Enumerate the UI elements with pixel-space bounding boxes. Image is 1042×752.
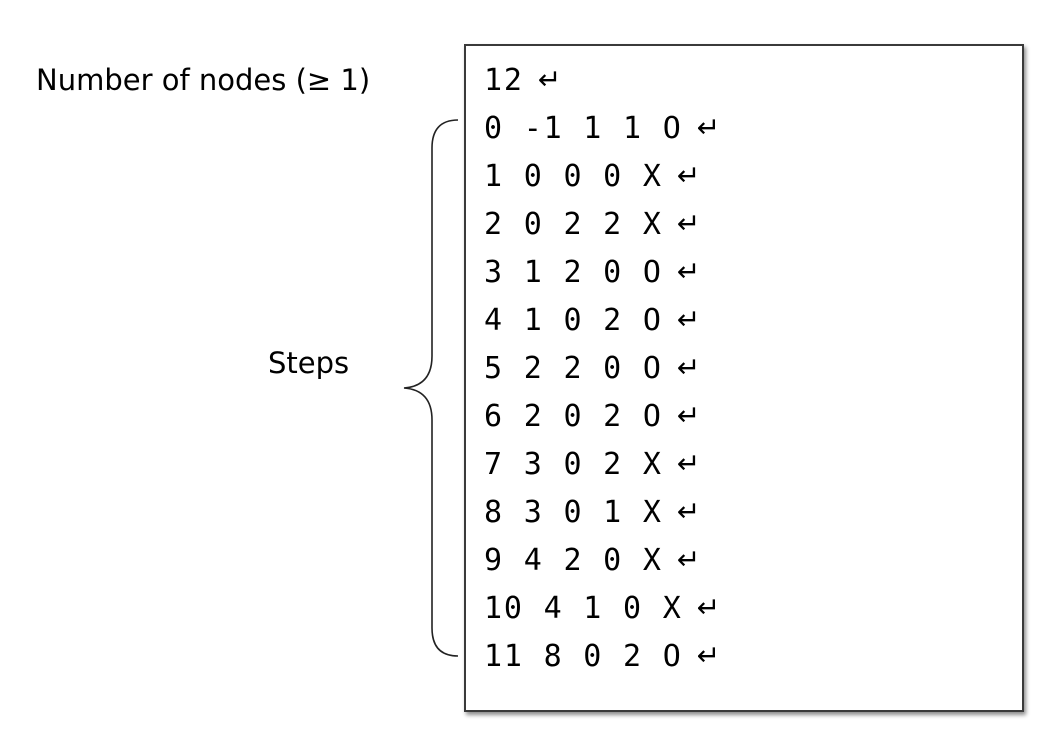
node-count-label: Number of nodes (≥ 1) <box>36 63 371 97</box>
step-line: 9 4 2 0 X ↵ <box>484 536 700 584</box>
step-line-text: 3 1 2 0 O <box>484 254 663 290</box>
step-line-text: 1 0 0 0 X <box>484 158 663 194</box>
step-line: 10 4 1 0 X ↵ <box>484 584 720 632</box>
steps-label: Steps <box>268 346 350 380</box>
step-line-text: 2 0 2 2 X <box>484 206 663 242</box>
steps-brace <box>403 119 459 657</box>
step-line-text: 5 2 2 0 O <box>484 350 663 386</box>
step-line-text: 4 1 0 2 O <box>484 302 663 338</box>
step-line: 11 8 0 2 O ↵ <box>484 632 720 680</box>
step-line-text: 10 4 1 0 X <box>484 590 683 626</box>
step-line: 7 3 0 2 X ↵ <box>484 440 700 488</box>
step-line: 8 3 0 1 X ↵ <box>484 488 700 536</box>
return-arrow-icon: ↵ <box>676 303 701 336</box>
header-line: 12 ↵ <box>484 56 561 104</box>
return-arrow-icon: ↵ <box>676 543 701 576</box>
step-line-text: 8 3 0 1 X <box>484 494 663 530</box>
header-line-text: 12 <box>484 62 524 98</box>
step-line: 3 1 2 0 O ↵ <box>484 248 700 296</box>
return-arrow-icon: ↵ <box>696 591 721 624</box>
return-arrow-icon: ↵ <box>676 255 701 288</box>
step-line-text: 7 3 0 2 X <box>484 446 663 482</box>
step-line: 5 2 2 0 O ↵ <box>484 344 700 392</box>
return-arrow-icon: ↵ <box>676 207 701 240</box>
return-arrow-icon: ↵ <box>676 399 701 432</box>
step-line-text: 6 2 0 2 O <box>484 398 663 434</box>
step-line-text: 11 8 0 2 O <box>484 638 683 674</box>
input-file-box: 12 ↵ 0 -1 1 1 O ↵ 1 0 0 0 X ↵ 2 0 2 2 X … <box>464 44 1024 712</box>
step-line: 4 1 0 2 O ↵ <box>484 296 700 344</box>
step-line-text: 9 4 2 0 X <box>484 542 663 578</box>
step-line: 0 -1 1 1 O ↵ <box>484 104 720 152</box>
step-line: 6 2 0 2 O ↵ <box>484 392 700 440</box>
step-line: 2 0 2 2 X ↵ <box>484 200 700 248</box>
return-arrow-icon: ↵ <box>696 111 721 144</box>
return-arrow-icon: ↵ <box>537 63 562 96</box>
return-arrow-icon: ↵ <box>696 639 721 672</box>
return-arrow-icon: ↵ <box>676 159 701 192</box>
step-line-text: 0 -1 1 1 O <box>484 110 683 146</box>
step-line: 1 0 0 0 X ↵ <box>484 152 700 200</box>
return-arrow-icon: ↵ <box>676 495 701 528</box>
return-arrow-icon: ↵ <box>676 351 701 384</box>
return-arrow-icon: ↵ <box>676 447 701 480</box>
